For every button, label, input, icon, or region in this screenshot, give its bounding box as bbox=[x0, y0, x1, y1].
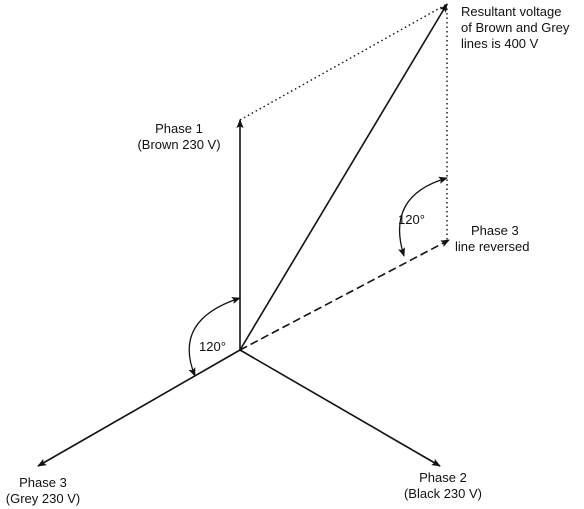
phase3-reversed-subtitle: line reversed bbox=[455, 239, 530, 254]
phase2-label: Phase 2 (Black 230 V) bbox=[388, 470, 498, 502]
phase1-subtitle: (Brown 230 V) bbox=[137, 137, 221, 152]
phase3-subtitle: (Grey 230 V) bbox=[5, 491, 81, 506]
phase2-subtitle: (Black 230 V) bbox=[403, 486, 483, 501]
phase3-title: Phase 3 bbox=[19, 475, 67, 490]
resultant-line-2: of Brown and Grey bbox=[461, 20, 570, 35]
phase2-vector bbox=[239, 349, 441, 467]
angle-label-origin: 120° bbox=[199, 339, 226, 354]
phase1-title: Phase 1 bbox=[155, 121, 203, 136]
resultant-vector bbox=[239, 3, 448, 351]
construction-line-top bbox=[239, 3, 448, 121]
phase3-reversed-label: Phase 3 line reversed bbox=[455, 223, 575, 255]
angle-arc-reversed bbox=[398, 176, 448, 257]
resultant-label: Resultant voltage of Brown and Grey line… bbox=[461, 4, 584, 52]
resultant-line-3: lines is 400 V bbox=[461, 36, 539, 51]
phase3-reversed-title: Phase 3 bbox=[471, 223, 519, 238]
angle-arc-origin bbox=[188, 297, 241, 377]
phase3-reversed-vector bbox=[239, 239, 450, 351]
phase3-vector bbox=[37, 349, 241, 467]
resultant-line-1: Resultant voltage bbox=[461, 4, 562, 19]
angle-label-reversed: 120° bbox=[398, 212, 425, 227]
phase3-label: Phase 3 (Grey 230 V) bbox=[0, 475, 86, 507]
phase2-title: Phase 2 bbox=[419, 470, 467, 485]
phase1-label: Phase 1 (Brown 230 V) bbox=[124, 121, 234, 153]
